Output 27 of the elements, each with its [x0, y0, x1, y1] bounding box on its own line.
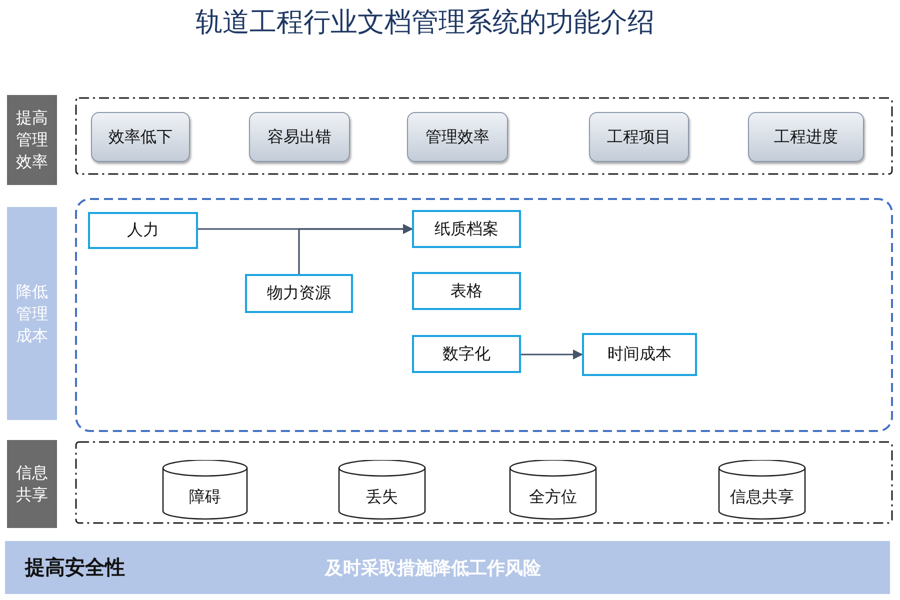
feature-button: 效率低下 — [91, 112, 190, 162]
side-label-band: 提高管理效率 — [7, 95, 57, 185]
process-box: 人力 — [88, 212, 198, 249]
process-box: 表格 — [412, 272, 521, 310]
band-heading: 提高安全性 — [25, 554, 125, 581]
process-box: 纸质档案 — [412, 210, 521, 248]
arrow — [521, 350, 583, 360]
side-label-band: 降低管理成本 — [7, 207, 57, 420]
process-box: 数字化 — [412, 335, 521, 373]
diagram-title: 轨道工程行业文档管理系统的功能介绍 — [194, 6, 656, 40]
feature-button: 管理效率 — [407, 112, 508, 162]
feature-button: 工程项目 — [589, 112, 689, 162]
footer-band — [5, 541, 890, 594]
database-cylinder: 障碍 — [162, 460, 248, 520]
side-label-band: 信息共享 — [7, 440, 57, 528]
feature-button: 工程进度 — [748, 112, 864, 162]
database-cylinder: 信息共享 — [718, 460, 806, 520]
band-text: 及时采取措施降低工作风险 — [325, 556, 541, 580]
database-cylinder: 全方位 — [509, 460, 597, 520]
group-frame — [75, 198, 893, 432]
process-box: 时间成本 — [582, 333, 697, 376]
group-frame — [75, 441, 893, 524]
feature-button: 容易出错 — [249, 112, 350, 162]
arrow — [298, 224, 413, 274]
group-frame — [75, 97, 893, 175]
process-box: 物力资源 — [245, 274, 353, 313]
database-cylinder: 丢失 — [338, 460, 426, 520]
